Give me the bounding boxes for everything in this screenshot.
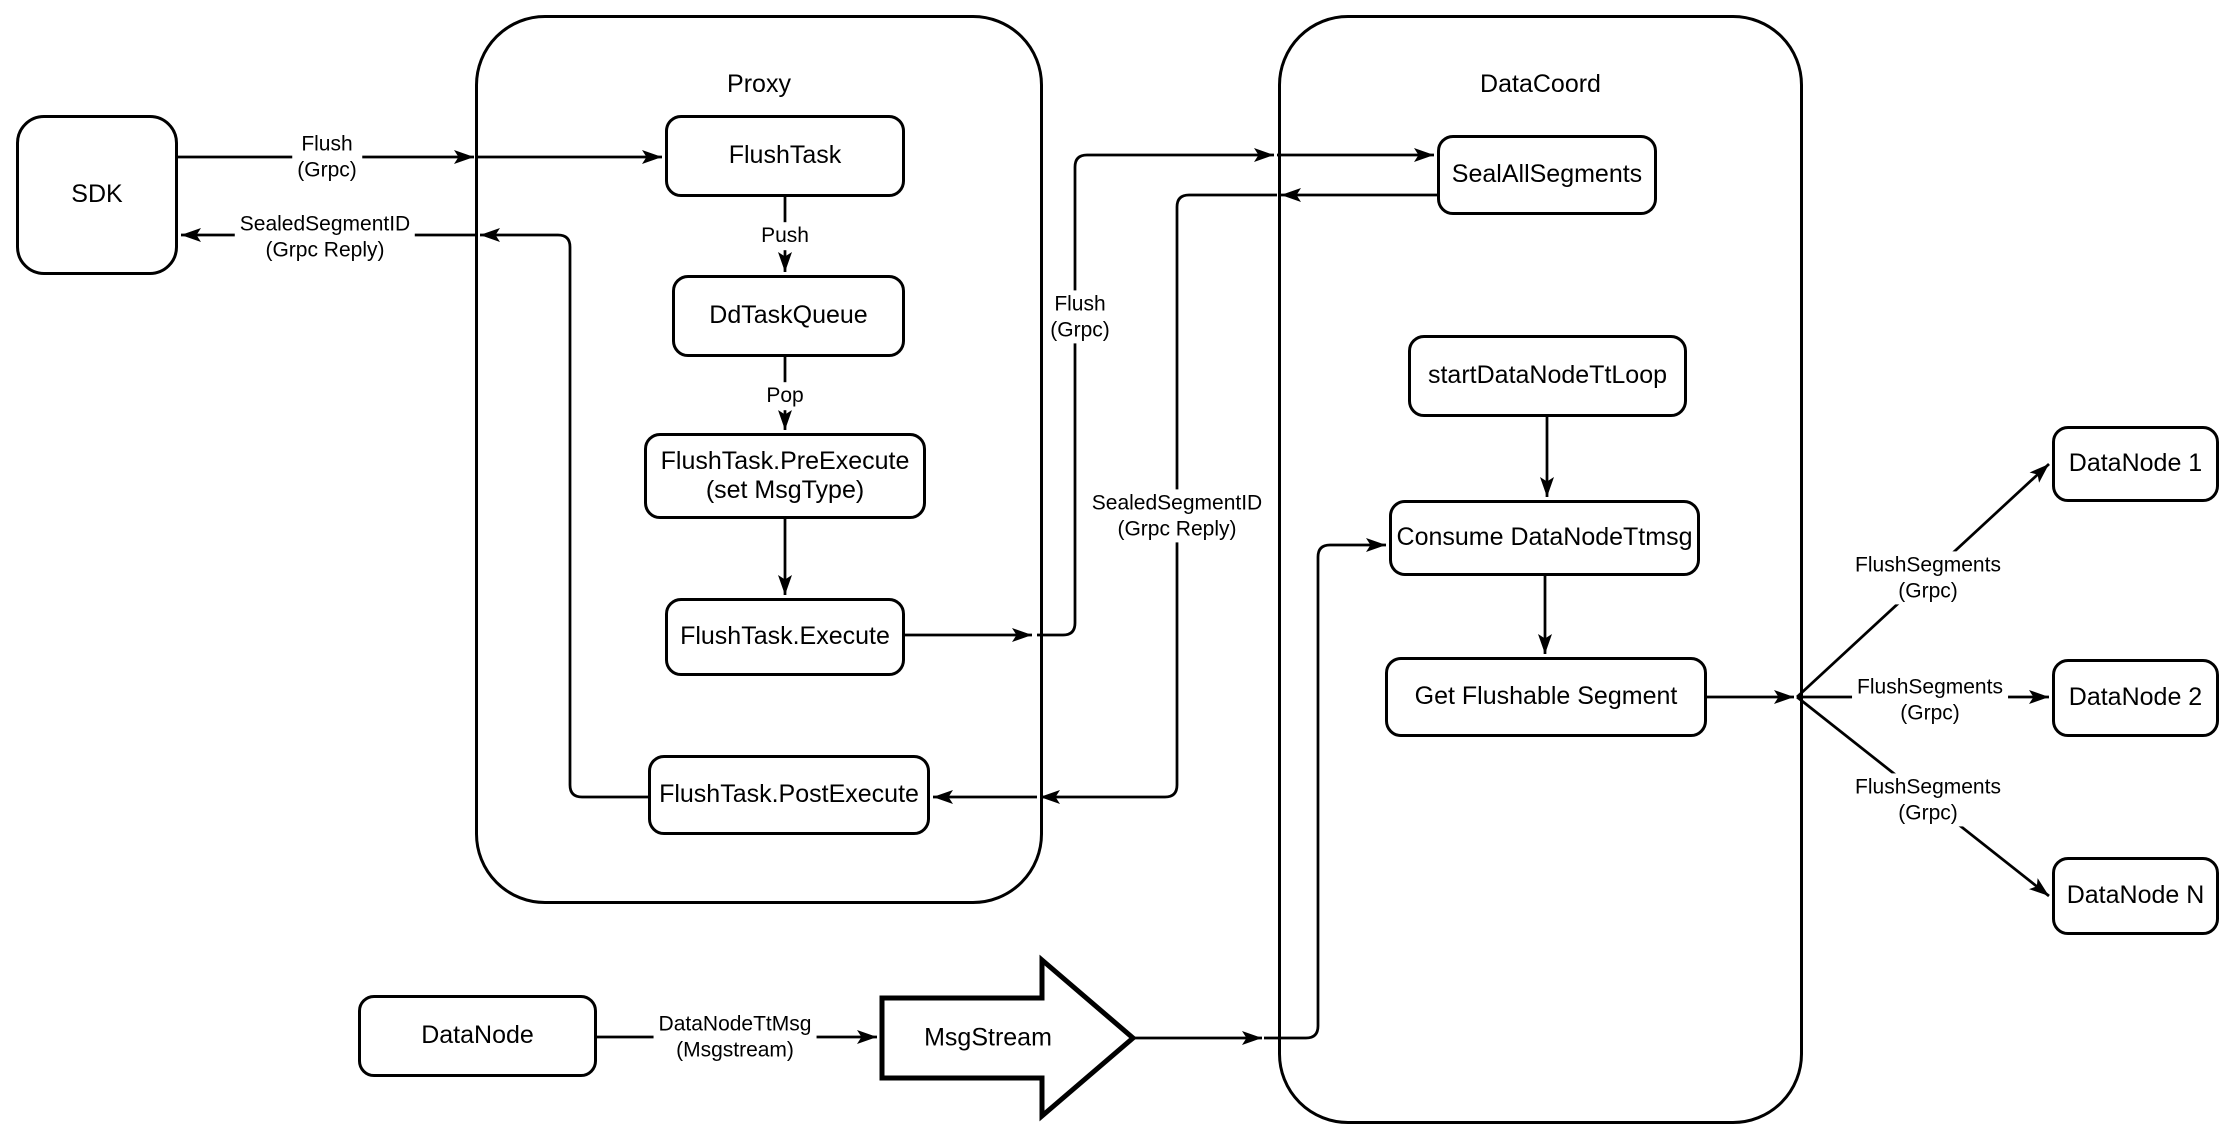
proxy-container: Proxy	[475, 15, 1043, 904]
msgstream-label: MsgStream	[924, 1023, 1052, 1052]
node-flushtask: FlushTask	[665, 115, 905, 197]
node-flushtask-execute: FlushTask.Execute	[665, 598, 905, 676]
node-sealallsegments: SealAllSegments	[1437, 135, 1657, 215]
node-ddtaskqueue: DdTaskQueue	[672, 275, 905, 357]
edge-label-push: Push	[756, 222, 814, 250]
node-sdk: SDK	[16, 115, 178, 275]
edge-datacoord-edge-to-consume	[1264, 538, 1386, 1040]
node-datanode-2: DataNode 2	[2052, 659, 2219, 737]
edge-label-sealedsegmentid-mid: SealedSegmentID (Grpc Reply)	[1086, 489, 1268, 543]
node-datanode: DataNode	[358, 995, 597, 1077]
node-datanode-n: DataNode N	[2052, 857, 2219, 935]
edge-label-pop: Pop	[761, 382, 809, 410]
edge-postexecute-to-proxy-edge	[480, 228, 648, 799]
node-startdatanodettloop: startDataNodeTtLoop	[1408, 335, 1687, 417]
proxy-title: Proxy	[727, 70, 791, 98]
msgstream-block-arrow	[879, 954, 1137, 1122]
node-flushtask-preexecute: FlushTask.PreExecute (set MsgType)	[644, 433, 926, 519]
node-datanode-1: DataNode 1	[2052, 426, 2219, 502]
edge-label-datanodettmsg: DataNodeTtMsg (Msgstream)	[653, 1010, 817, 1064]
edge-label-flush-grpc-sdk: Flush (Grpc)	[292, 130, 362, 184]
edge-label-flush-grpc-mid: Flush (Grpc)	[1045, 290, 1115, 344]
node-consume-datanodettmsg: Consume DataNodeTtmsg	[1389, 500, 1700, 576]
node-get-flushable-segment: Get Flushable Segment	[1385, 657, 1707, 737]
edge-label-flushsegments-1: FlushSegments (Grpc)	[1850, 551, 2006, 605]
edge-label-flushsegments-3: FlushSegments (Grpc)	[1850, 773, 2006, 827]
edge-proxy-edge-to-datacoord	[1037, 148, 1274, 637]
node-flushtask-postexecute: FlushTask.PostExecute	[648, 755, 930, 835]
datacoord-title: DataCoord	[1480, 70, 1601, 98]
datacoord-container: DataCoord	[1278, 15, 1803, 1124]
edge-label-flushsegments-2: FlushSegments (Grpc)	[1852, 673, 2008, 727]
edge-label-sealedsegmentid-sdk: SealedSegmentID (Grpc Reply)	[234, 210, 416, 264]
